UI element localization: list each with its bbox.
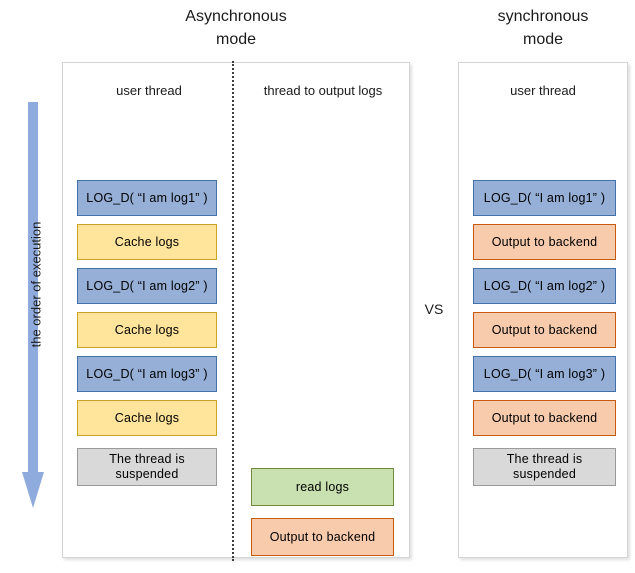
sync-user-thread-header: user thread — [510, 83, 576, 98]
step-cache-logs-1[interactable]: Cache logs — [77, 224, 217, 260]
step-cache-logs-2[interactable]: Cache logs — [77, 312, 217, 348]
sync-mode-panel: user thread LOG_D( “I am log1” ) Output … — [458, 62, 628, 558]
async-mode-title: Asynchronous mode — [185, 8, 287, 48]
sync-mode-title: synchronous mode — [497, 8, 589, 48]
async-output-thread-header: thread to output logs — [263, 83, 383, 98]
step-thread-suspended-sync[interactable]: The thread is suspended — [473, 448, 616, 486]
step-sync-log-d-1[interactable]: LOG_D( “I am log1” ) — [473, 180, 616, 216]
down-arrow-icon — [22, 102, 44, 508]
step-read-logs[interactable]: read logs — [251, 468, 394, 506]
step-sync-log-d-2[interactable]: LOG_D( “I am log2” ) — [473, 268, 616, 304]
order-of-execution-label: the order of execution — [28, 221, 44, 348]
step-output-to-backend-async[interactable]: Output to backend — [251, 518, 394, 556]
step-cache-logs-3[interactable]: Cache logs — [77, 400, 217, 436]
order-of-execution-arrow: the order of execution — [22, 102, 44, 508]
step-log-d-3[interactable]: LOG_D( “I am log3” ) — [77, 356, 217, 392]
step-sync-output-to-backend-2[interactable]: Output to backend — [473, 312, 616, 348]
step-thread-suspended-async[interactable]: The thread is suspended — [77, 448, 217, 486]
step-sync-log-d-3[interactable]: LOG_D( “I am log3” ) — [473, 356, 616, 392]
vs-label: VS — [424, 301, 444, 317]
async-mode-panel: user thread thread to output logs LOG_D(… — [62, 61, 410, 561]
step-log-d-2[interactable]: LOG_D( “I am log2” ) — [77, 268, 217, 304]
step-sync-output-to-backend-3[interactable]: Output to backend — [473, 400, 616, 436]
async-user-thread-header: user thread — [116, 83, 182, 98]
step-sync-output-to-backend-1[interactable]: Output to backend — [473, 224, 616, 260]
thread-divider — [232, 61, 234, 561]
step-log-d-1[interactable]: LOG_D( “I am log1” ) — [77, 180, 217, 216]
